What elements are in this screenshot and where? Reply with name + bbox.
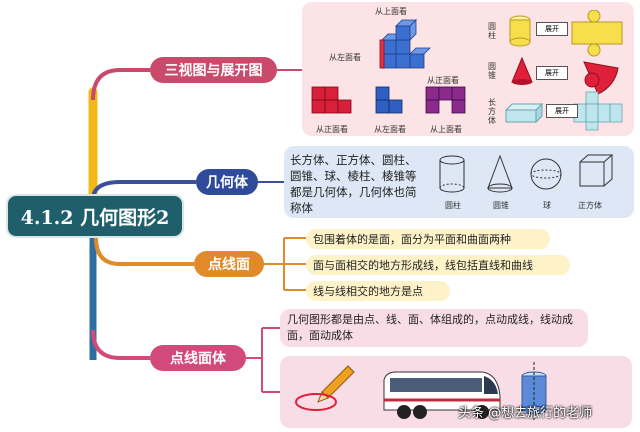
branch-views-label: 三视图与展开图 [164, 63, 263, 79]
branch-pls-label: 点线面 [208, 257, 250, 273]
cube-stack-figure [379, 19, 431, 69]
left-view-label: 从左面看 [329, 53, 361, 62]
caption-left: 从左面看 [374, 125, 406, 134]
pls-note-1: 包围着体的是面，面分为平面和曲面两种 [306, 229, 550, 249]
root-node: 4.1.2 几何图形2 [6, 194, 184, 238]
unfold-arrow-cylinder: 展开 [536, 22, 568, 36]
label-cuboid: 长方体 [488, 98, 496, 125]
bus-icon [383, 371, 501, 419]
solids-panel [284, 146, 634, 218]
nets-figure [504, 10, 623, 131]
pls-note-2: 面与面相交的地方形成线，线包括直线和曲线 [306, 255, 570, 275]
solid-caption-cube: 正方体 [578, 201, 602, 210]
branch-solids: 几何体 [196, 169, 258, 195]
unfold-arrow-label: 展开 [545, 69, 559, 77]
solid-caption-cone: 圆锥 [493, 201, 509, 210]
top-view-label: 从上面看 [375, 7, 407, 16]
plsb-illustration [295, 362, 547, 420]
caption-top: 从上面看 [430, 125, 462, 134]
pencil-icon [295, 365, 355, 411]
caption-front: 从正面看 [316, 125, 348, 134]
unfold-arrow-cuboid: 展开 [546, 104, 578, 118]
branch-plsb-label: 点线面体 [170, 351, 226, 367]
unfold-arrow-label: 展开 [545, 25, 559, 33]
branch-views: 三视图与展开图 [150, 57, 277, 83]
solids-description: 长方体、正方体、圆柱、圆锥、球、棱柱、棱锥等都是几何体，几何体也简称体 [290, 153, 417, 215]
solids-shapes-figure [439, 154, 614, 193]
three-views-figure [311, 86, 466, 114]
unfold-arrow-label: 展开 [555, 107, 569, 115]
solid-caption-cylinder: 圆柱 [445, 201, 461, 210]
branch-solids-label: 几何体 [206, 175, 248, 191]
branch-point-line-surface-body: 点线面体 [150, 345, 246, 371]
root-label: 4.1.2 几何图形2 [20, 206, 170, 229]
rotating-cylinder-icon [521, 362, 547, 420]
watermark-text: 头条 @想去旅行的老师 [458, 406, 593, 421]
unfold-arrow-cone: 展开 [536, 66, 568, 80]
front-view-label: 从正面看 [427, 76, 459, 85]
label-cylinder: 圆柱 [488, 22, 496, 40]
solid-caption-sphere: 球 [543, 201, 551, 210]
pls-note-3: 线与线相交的地方是点 [306, 281, 450, 301]
label-cone: 圆锥 [488, 62, 496, 80]
plsb-note: 几何图形都是由点、线、面、体组成的，点动成线，线动成面，面动成体 [280, 309, 588, 347]
branch-point-line-surface: 点线面 [194, 251, 264, 277]
